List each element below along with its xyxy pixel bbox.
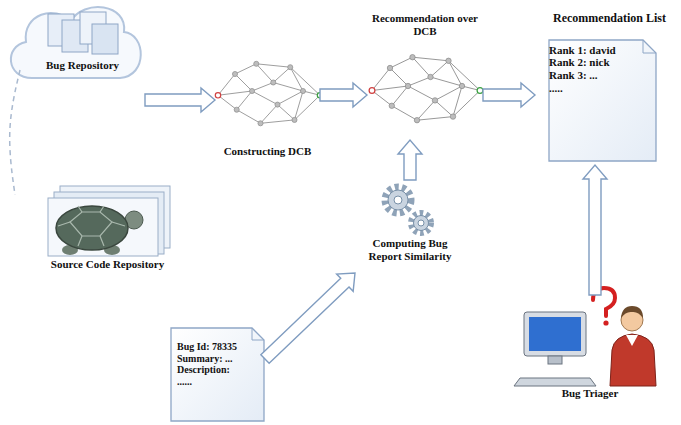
block-arrow <box>320 83 367 107</box>
icon-node: Source Code Repository <box>15 180 200 275</box>
icon-node: Bug Triager <box>515 295 665 407</box>
node-line: ...... <box>177 376 192 388</box>
node-label: Bug Triager <box>562 387 619 400</box>
block-arrow <box>261 273 355 363</box>
block-arrow <box>398 140 422 180</box>
node-label: Bug Id: 78335 <box>177 341 237 353</box>
dashed-link <box>10 70 20 195</box>
icon-node: Bug Repository <box>20 0 145 110</box>
dcb-graph <box>369 55 483 123</box>
icon-node: Recommendation over DCB <box>367 12 483 140</box>
node-label: Constructing DCB <box>224 145 312 158</box>
dcb-graph <box>215 61 322 126</box>
node-line: Rank 3: ... <box>549 69 598 82</box>
turtle-icon <box>56 206 143 255</box>
block-arrow <box>145 88 215 112</box>
icon-node: Bug Id: 78335Summary: ...Description:...… <box>168 325 265 422</box>
code-pages <box>48 186 170 256</box>
paper-fold <box>643 40 656 53</box>
gears-icon <box>385 187 431 233</box>
node-line: Rank 1: david <box>549 44 616 57</box>
icon-node: Computing Bug Report Similarity <box>355 180 465 295</box>
cloud <box>11 7 141 78</box>
triager-icon <box>514 288 656 386</box>
node-line: Summary: ... <box>177 353 233 365</box>
node-line: Rank 2: nick <box>549 56 610 69</box>
bug-documents <box>48 12 118 54</box>
list-paper <box>549 40 656 161</box>
node-label: Computing Bug Report Similarity <box>367 237 453 262</box>
node-line: ..... <box>549 82 563 95</box>
report-paper <box>171 328 264 421</box>
block-arrow <box>483 83 535 107</box>
icon-node: Recommendation ListRank 1: davidRank 2: … <box>535 12 670 165</box>
paper-fold <box>252 328 264 340</box>
node-label: Recommendation over DCB <box>371 12 479 37</box>
node-label: Recommendation List <box>553 12 666 26</box>
node-label: Bug Repository <box>46 59 119 72</box>
block-arrow <box>583 165 607 295</box>
icon-node: Constructing DCB <box>215 45 320 163</box>
node-line: Description: <box>177 364 230 376</box>
node-label: Source Code Repository <box>51 258 164 271</box>
